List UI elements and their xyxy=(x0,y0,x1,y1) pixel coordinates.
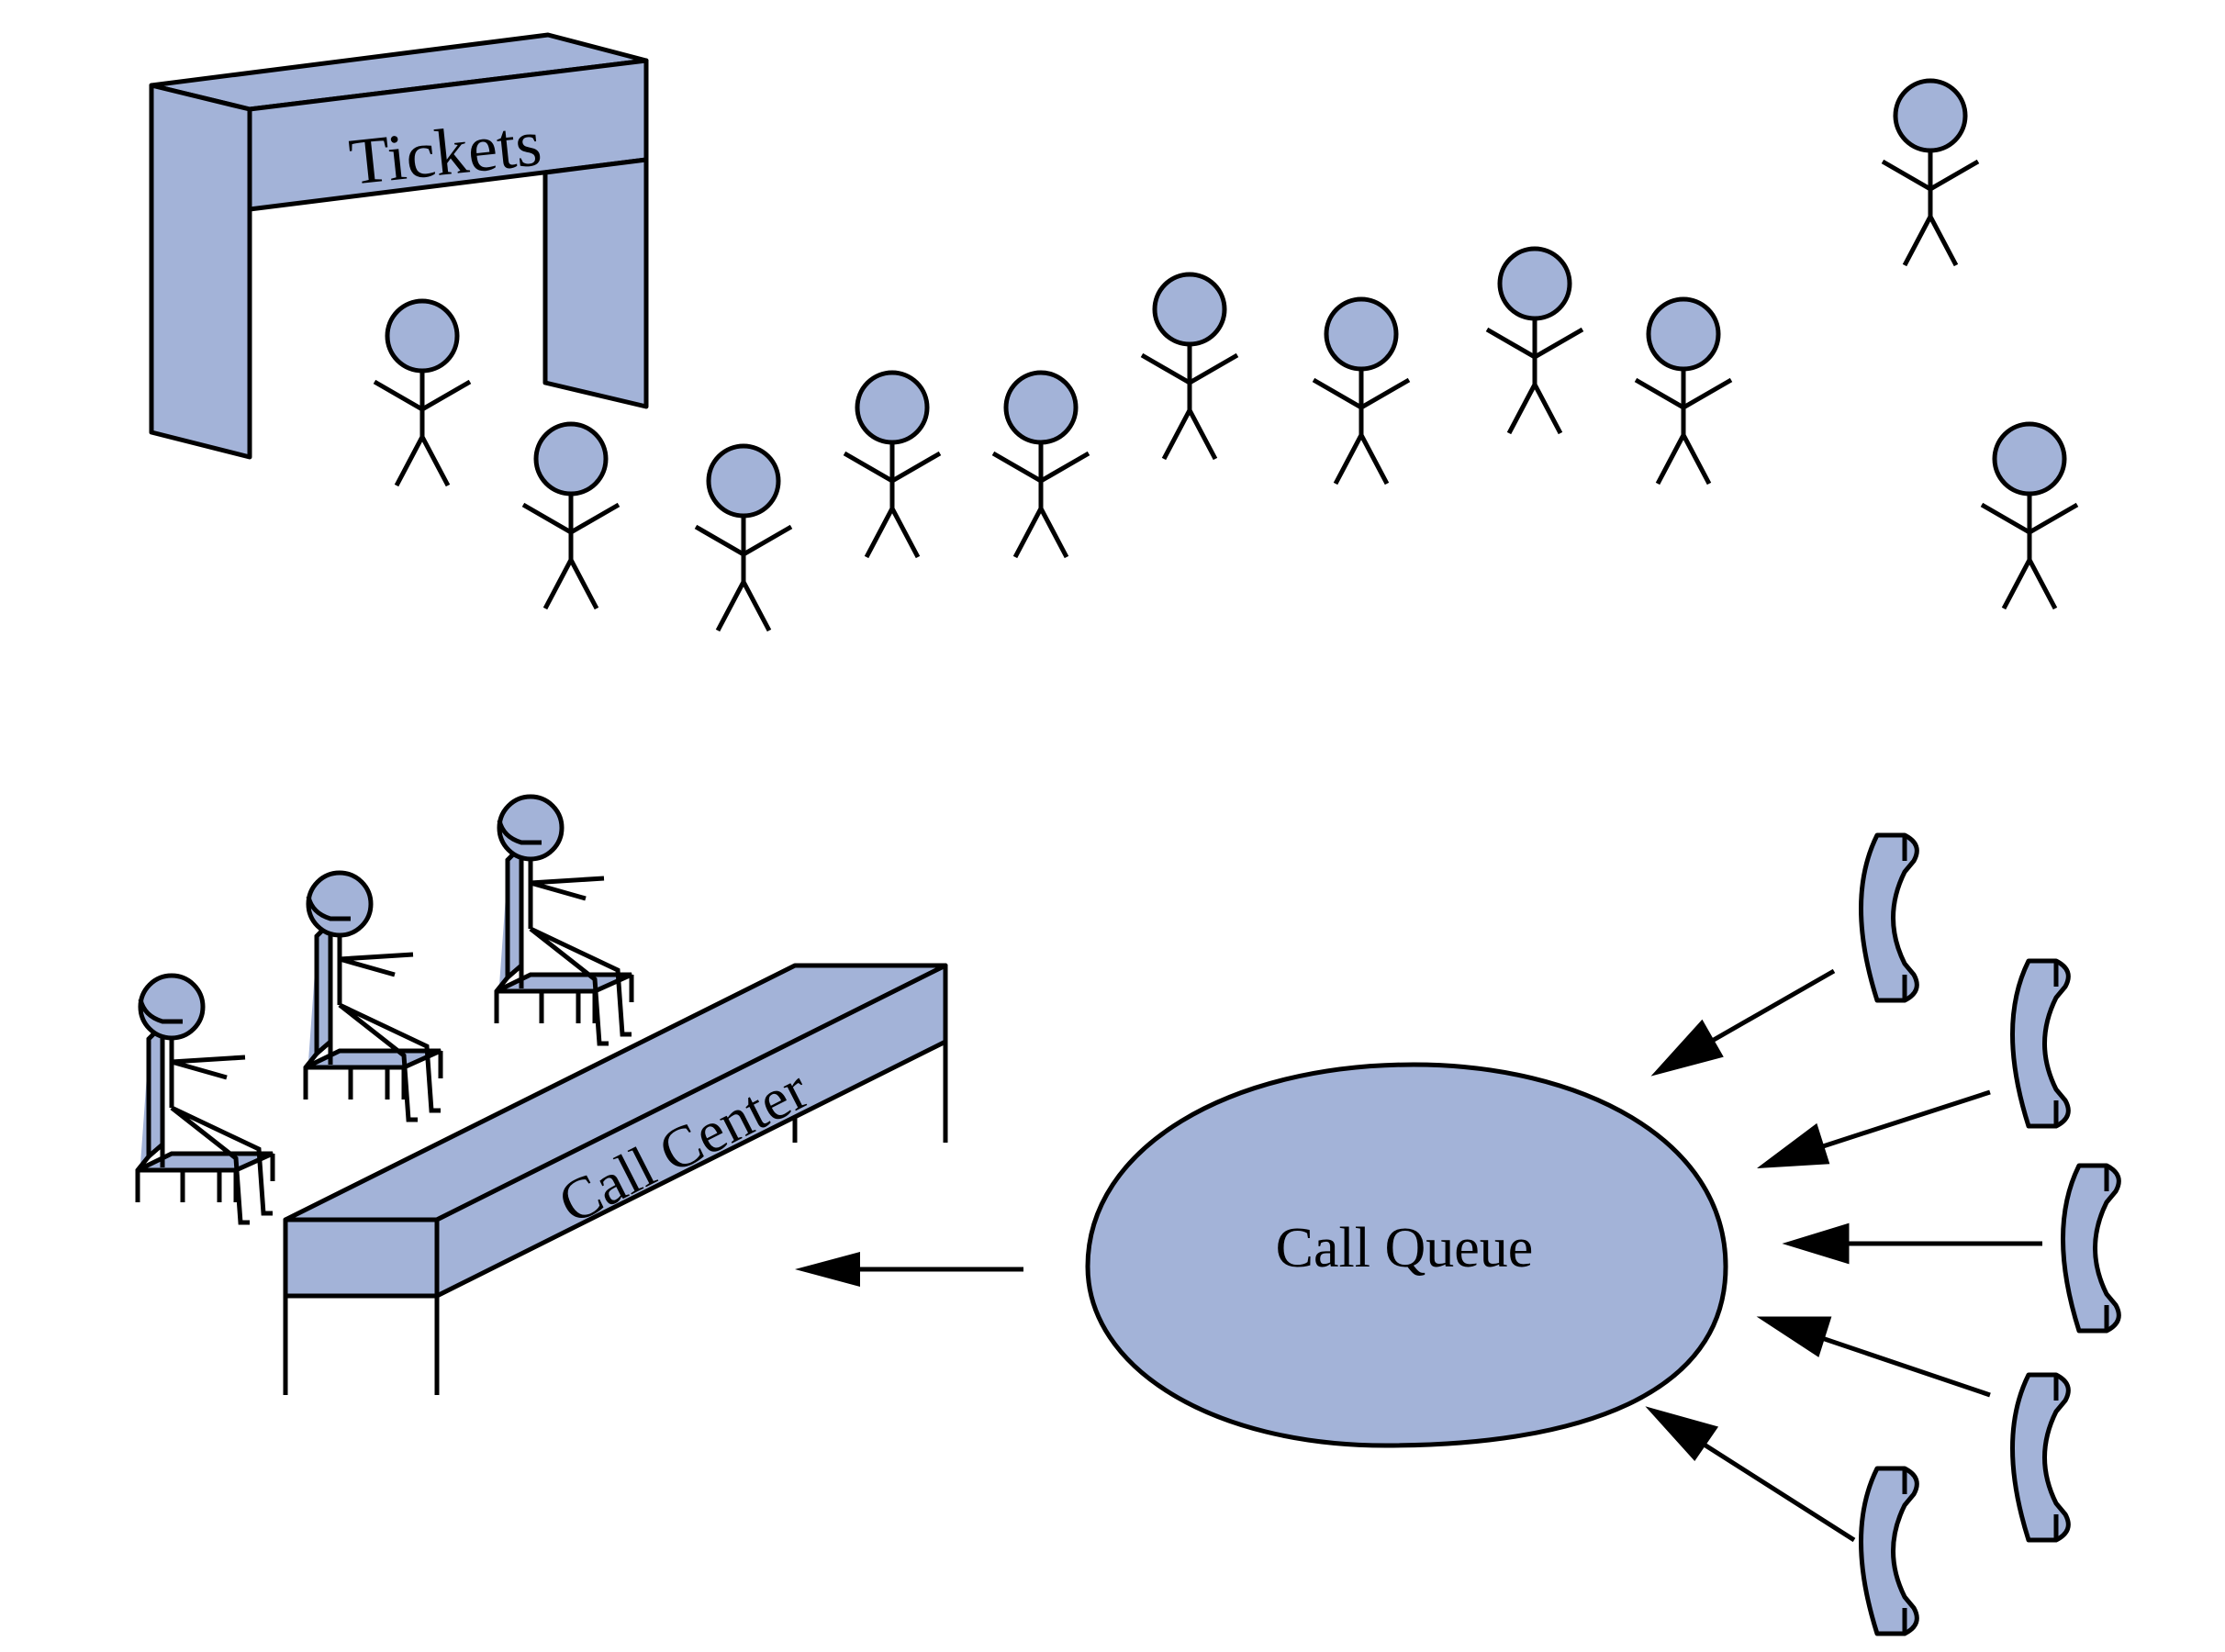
arrow-icon xyxy=(1782,1222,2042,1265)
agent-icon xyxy=(497,797,632,1044)
person-icon xyxy=(1314,299,1409,484)
call-queue: Call Queue xyxy=(1085,1062,1728,1448)
person-icon xyxy=(1636,299,1731,484)
person-icon xyxy=(375,301,470,486)
arrow-icon xyxy=(1756,1089,1991,1168)
agent-icon xyxy=(138,976,273,1222)
person-icon xyxy=(844,373,940,557)
queue-to-center-arrow xyxy=(795,1252,1023,1287)
phone-icon xyxy=(2063,1166,2119,1331)
arrow-icon xyxy=(1645,1406,1856,1543)
person-icon xyxy=(993,373,1089,557)
phone-icon xyxy=(2013,1375,2069,1540)
phone-icon xyxy=(1862,835,1918,1000)
person-icon xyxy=(523,424,619,608)
incoming-phones xyxy=(1862,835,2119,1634)
agent-icon xyxy=(306,873,441,1120)
person-icon xyxy=(1487,249,1582,433)
call-queue-label: Call Queue xyxy=(1276,1217,1534,1279)
incoming-call-arrows xyxy=(1645,968,2042,1543)
person-icon xyxy=(696,446,791,631)
phone-icon xyxy=(2013,961,2069,1126)
person-icon xyxy=(1142,274,1237,459)
phone-icon xyxy=(1862,1468,1918,1634)
person-icon xyxy=(1883,81,1978,265)
person-icon xyxy=(1982,424,2077,608)
arrow-icon xyxy=(1650,968,1836,1077)
arrow-icon xyxy=(1756,1316,1991,1398)
call-center-desk: Call Center xyxy=(283,963,948,1395)
